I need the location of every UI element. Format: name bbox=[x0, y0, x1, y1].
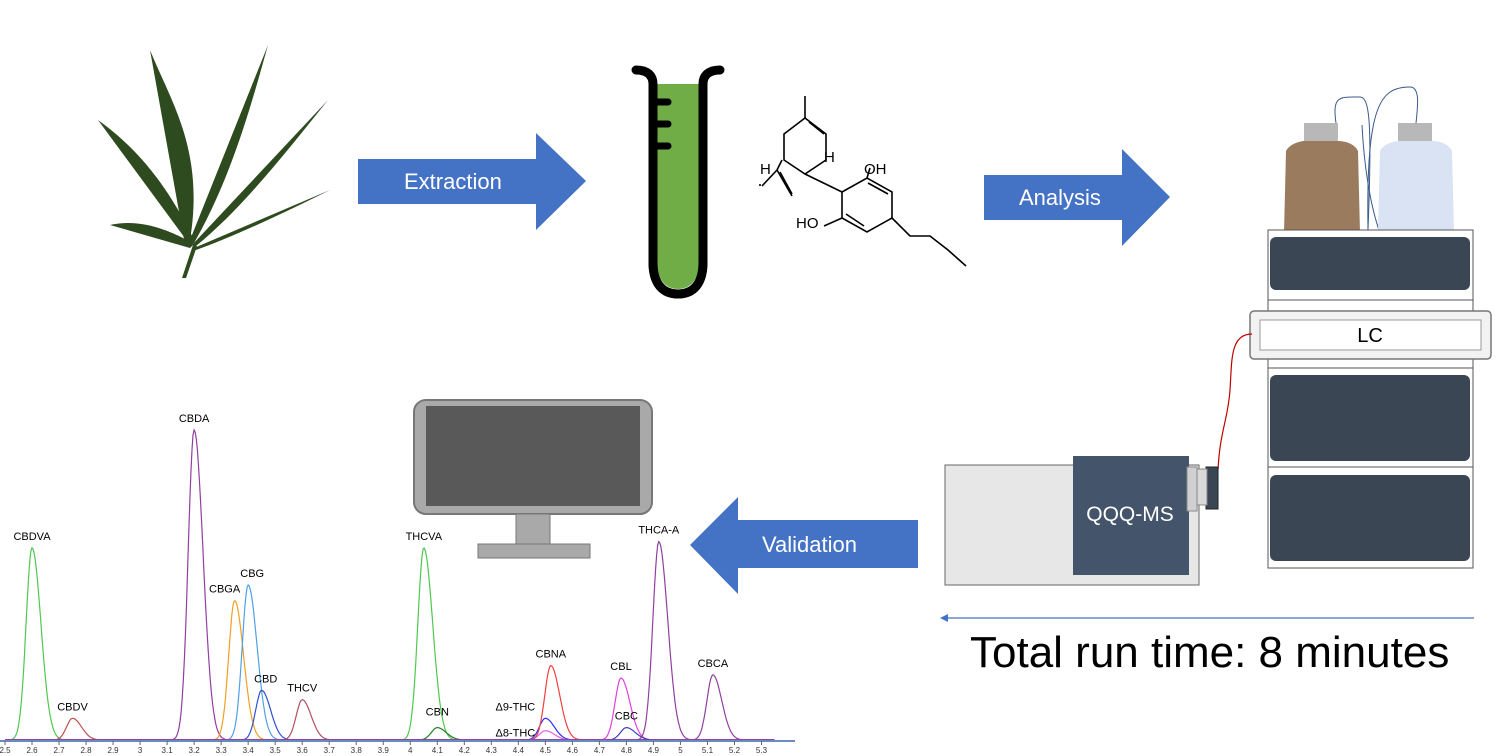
peak-0 bbox=[5, 546, 775, 741]
x-tick-label-10: 3.5 bbox=[270, 746, 282, 755]
peak-label-14: THCA-A bbox=[638, 525, 680, 537]
cannabis-leaf-icon bbox=[98, 45, 330, 278]
peak-label-9: Δ9-THC bbox=[496, 701, 536, 713]
peak-8 bbox=[5, 726, 775, 741]
peak-7 bbox=[5, 547, 775, 741]
x-tick-label-23: 4.8 bbox=[621, 746, 633, 755]
peak-6 bbox=[5, 699, 775, 741]
peak-label-4: CBG bbox=[240, 568, 264, 580]
peak-label-11: CBNA bbox=[536, 649, 567, 661]
x-tick-label-1: 2.6 bbox=[26, 746, 38, 755]
analysis-label: Analysis bbox=[1019, 185, 1101, 210]
lc-instrument-icon bbox=[1249, 86, 1492, 569]
x-tick-label-12: 3.7 bbox=[324, 746, 336, 755]
peak-label-6: THCV bbox=[287, 683, 318, 695]
peak-label-7: THCVA bbox=[406, 531, 443, 543]
peak-3 bbox=[5, 600, 775, 741]
peak-label-5: CBD bbox=[254, 673, 277, 685]
peak-label-8: CBN bbox=[426, 707, 449, 719]
x-tick-label-16: 4.1 bbox=[432, 746, 444, 755]
x-tick-label-26: 5.1 bbox=[702, 746, 714, 755]
x-tick-label-20: 4.5 bbox=[540, 746, 552, 755]
x-tick-label-8: 3.3 bbox=[216, 746, 228, 755]
x-tick-label-3: 2.8 bbox=[80, 746, 92, 755]
ms-cable bbox=[1217, 333, 1253, 471]
x-tick-label-0: 2.5 bbox=[0, 746, 11, 755]
total-run-time: Total run time: 8 minutes bbox=[970, 628, 1450, 677]
peak-label-1: CBDV bbox=[57, 701, 88, 713]
peak-10 bbox=[5, 730, 775, 741]
peak-label-13: CBC bbox=[615, 711, 638, 723]
x-tick-label-11: 3.6 bbox=[297, 746, 309, 755]
x-tick-label-6: 3.1 bbox=[162, 746, 174, 755]
x-tick-label-24: 4.9 bbox=[648, 746, 660, 755]
x-tick-label-19: 4.4 bbox=[513, 746, 525, 755]
x-tick-label-17: 4.2 bbox=[459, 746, 471, 755]
x-tick-label-18: 4.3 bbox=[486, 746, 498, 755]
molecule-h-right-label: H bbox=[824, 149, 835, 166]
extraction-label: Extraction bbox=[404, 169, 502, 194]
peak-11 bbox=[5, 664, 775, 741]
chromatogram-chart: CBDVA CBDV CBDA CBGA CBG CBD THCV THCVA CBN Δ9-TH… bbox=[0, 413, 795, 755]
x-tick-label-13: 3.8 bbox=[351, 746, 363, 755]
molecule-ho-label: HO bbox=[796, 215, 819, 232]
peak-label-3: CBGA bbox=[209, 584, 241, 596]
peak-15 bbox=[5, 674, 775, 741]
x-tick-label-15: 4 bbox=[408, 746, 413, 755]
validation-label: Validation bbox=[762, 532, 857, 557]
molecule-oh-label: OH bbox=[864, 161, 887, 178]
qqq-ms-instrument-icon bbox=[944, 456, 1219, 586]
peak-label-15: CBCA bbox=[698, 658, 729, 670]
peak-13 bbox=[5, 726, 775, 741]
peak-label-10: Δ8-THC bbox=[496, 728, 536, 740]
x-tick-label-4: 2.9 bbox=[108, 746, 120, 755]
peak-12 bbox=[5, 677, 775, 741]
x-tick-label-25: 5 bbox=[678, 746, 683, 755]
cannabinoid-molecule-icon: OH HO H H bbox=[759, 96, 967, 267]
x-tick-label-21: 4.6 bbox=[567, 746, 579, 755]
timeline-arrow bbox=[940, 614, 1474, 622]
peak-label-2: CBDA bbox=[179, 413, 210, 425]
x-tick-label-22: 4.7 bbox=[594, 746, 606, 755]
x-tick-label-28: 5.3 bbox=[756, 746, 768, 755]
peak-label-0: CBDVA bbox=[13, 531, 51, 543]
peak-2 bbox=[5, 428, 775, 741]
test-tube-icon bbox=[631, 65, 725, 299]
x-tick-label-27: 5.2 bbox=[729, 746, 741, 755]
molecule-h-left-label: H bbox=[760, 161, 771, 178]
x-tick-label-5: 3 bbox=[138, 746, 143, 755]
peak-1 bbox=[5, 717, 775, 741]
validation-arrow bbox=[690, 497, 918, 594]
x-tick-label-14: 3.9 bbox=[378, 746, 390, 755]
analysis-arrow bbox=[984, 149, 1170, 246]
peak-4 bbox=[5, 583, 775, 741]
x-tick-label-7: 3.2 bbox=[189, 746, 201, 755]
x-tick-label-9: 3.4 bbox=[243, 746, 255, 755]
peak-label-12: CBL bbox=[610, 661, 631, 673]
computer-monitor-icon bbox=[413, 399, 653, 559]
x-tick-label-2: 2.7 bbox=[53, 746, 65, 755]
peak-9 bbox=[5, 717, 775, 741]
extraction-arrow bbox=[358, 133, 586, 230]
peak-14 bbox=[5, 540, 775, 741]
peak-5 bbox=[5, 689, 775, 741]
lc-label: LC bbox=[1357, 325, 1383, 347]
qqq-ms-label: QQQ-MS bbox=[1086, 503, 1174, 526]
